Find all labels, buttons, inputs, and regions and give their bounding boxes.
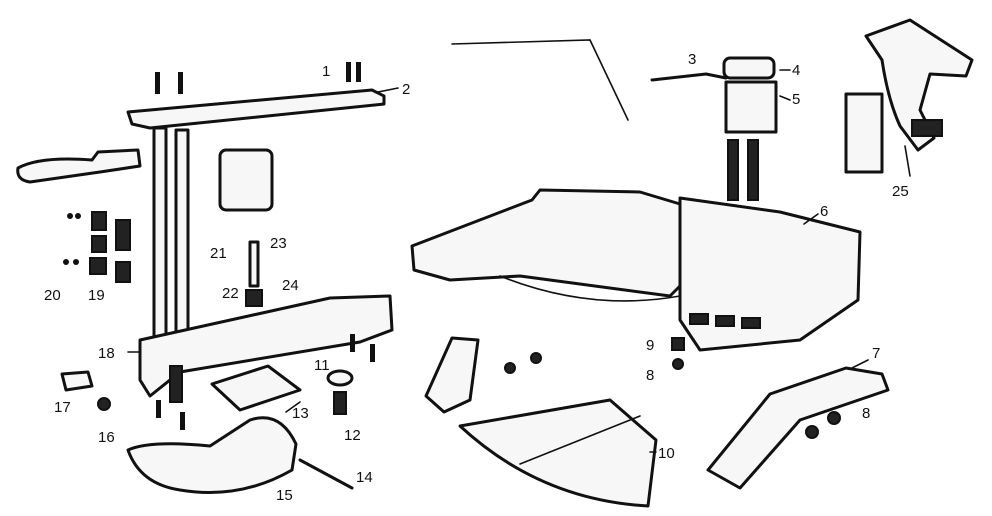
clamp-pad [911, 119, 943, 137]
arm-3 [650, 72, 728, 82]
screw-9 [671, 337, 685, 351]
screw-8b [827, 411, 841, 425]
label-21: 21 [210, 245, 227, 262]
fence-slots [689, 313, 761, 329]
screw-center-a [504, 362, 516, 374]
label-24: 24 [282, 277, 299, 294]
label-20: 20 [44, 287, 61, 304]
fan-divider [519, 415, 641, 465]
bracket [706, 366, 890, 490]
right-fence [678, 196, 862, 352]
bolt [333, 391, 347, 415]
label-3: 3 [688, 51, 696, 68]
label-17: 17 [54, 399, 71, 416]
knob [60, 370, 94, 392]
washer [326, 369, 354, 387]
small-screw [97, 397, 111, 411]
label-15: 15 [276, 487, 293, 504]
lower-handle [126, 416, 298, 494]
fan-segment [458, 398, 658, 508]
label-2: 2 [402, 81, 410, 98]
label-4: 4 [792, 62, 800, 79]
center-assembly [410, 18, 974, 508]
label-5: 5 [792, 91, 800, 108]
handle-clamp [16, 148, 142, 184]
base-spring [169, 365, 183, 403]
label-14: 14 [356, 469, 373, 486]
label-16: 16 [98, 429, 115, 446]
label-11: 11 [314, 357, 330, 374]
lower-screws [156, 334, 375, 430]
label-9: 9 [646, 337, 654, 354]
label-8b: 8 [862, 405, 870, 422]
lever-rod [298, 458, 354, 490]
pin [248, 240, 260, 288]
label-8a: 8 [646, 367, 654, 384]
label-13: 13 [292, 405, 309, 422]
callout-labels: 1 2 3 4 5 6 7 8 8 9 10 11 12 13 14 15 16… [44, 51, 909, 504]
guide-block [218, 148, 274, 212]
foot [424, 336, 480, 414]
clamp-block [844, 92, 884, 174]
column-rod-b [747, 139, 759, 201]
vertical-rods [152, 126, 190, 340]
top-arm [126, 88, 386, 130]
label-12: 12 [344, 427, 361, 444]
base-block [138, 294, 394, 398]
pin-block [245, 289, 263, 307]
plate [210, 364, 302, 412]
label-leaders [127, 69, 911, 453]
label-25: 25 [892, 183, 909, 200]
column-upper [724, 80, 778, 134]
screw-8c [805, 425, 819, 439]
column-cap [722, 56, 776, 80]
screw-center-b [530, 352, 542, 364]
leader-line [451, 39, 629, 121]
label-10: 10 [658, 445, 675, 462]
label-19: 19 [88, 287, 105, 304]
table-arc [499, 275, 681, 302]
label-1: 1 [322, 63, 330, 80]
label-22: 22 [222, 285, 239, 302]
table-base [410, 188, 702, 298]
label-23: 23 [270, 235, 287, 252]
spring-group [63, 211, 131, 283]
top-screws [155, 62, 361, 94]
left-assembly [16, 62, 394, 494]
label-7: 7 [872, 345, 880, 362]
label-18: 18 [98, 345, 115, 362]
column-rod-a [727, 139, 739, 201]
label-6: 6 [820, 203, 828, 220]
clamp-head [864, 18, 974, 152]
screw-8a [672, 358, 684, 370]
